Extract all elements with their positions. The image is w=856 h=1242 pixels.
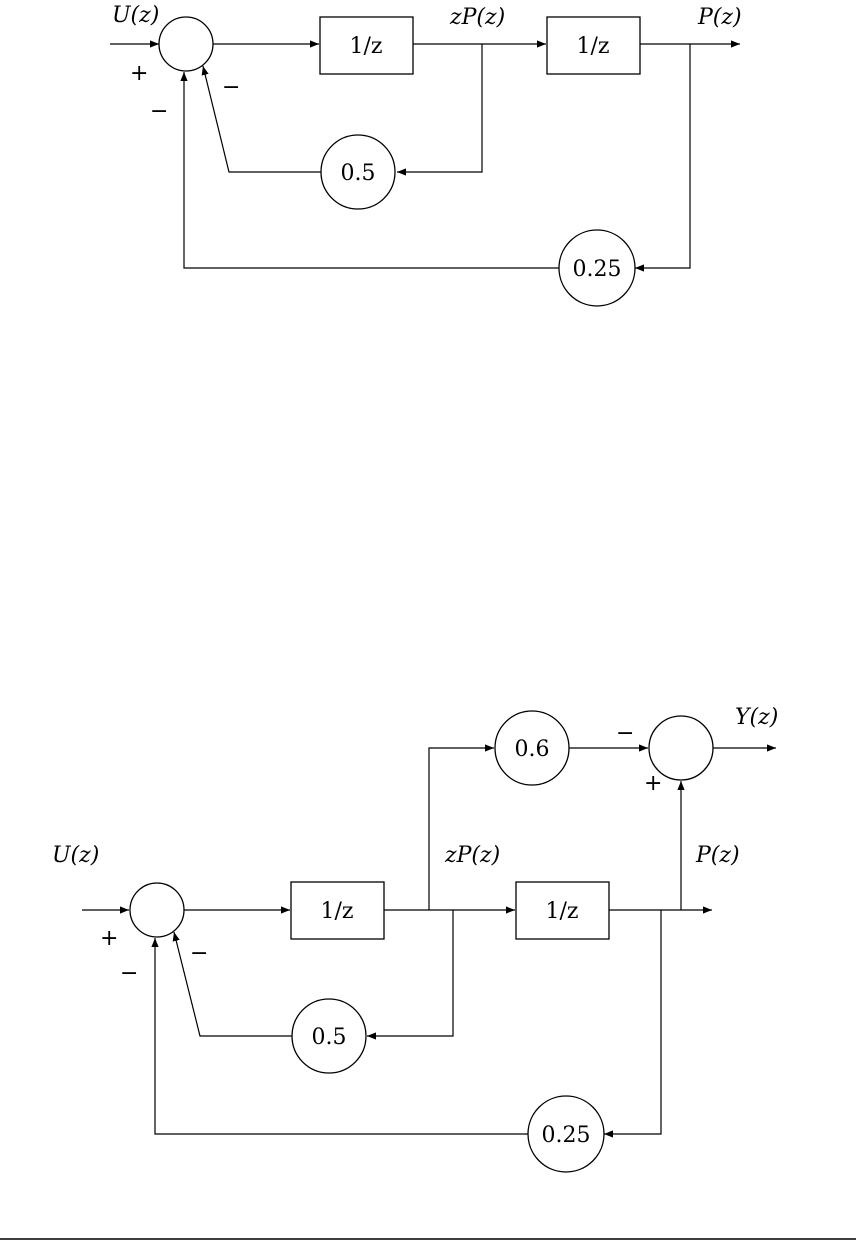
input-label: U(z) [52,843,99,868]
sign-outer-minus: − [120,961,138,986]
sign-output-minus: − [616,721,634,746]
inner-feedback-wire [397,44,483,176]
gain-inner-label: 0.5 [312,1025,347,1050]
gain-inner-label: 0.5 [341,161,376,186]
gain-forward-label: 0.6 [515,737,550,762]
mid-signal-label: zP(z) [444,843,500,868]
delay-block-1-label: 1/z [321,899,354,924]
summing-junction-2 [648,715,714,781]
outer-feedback-return [180,72,559,269]
sign-outer-minus: − [150,99,168,124]
sign-input-plus: + [100,926,118,951]
input-label: U(z) [112,3,159,28]
mid-signal-label: zP(z) [449,5,505,30]
delay-block-1-label: 1/z [350,34,383,59]
block-diagram-2: U(z) zP(z) P(z) Y(z) + − − − + 1/z 1/z 0… [52,705,778,1173]
summing-junction [158,16,214,72]
delay-block-2-label: 1/z [577,34,610,59]
delay-block-1 [290,881,385,940]
gain-outer-label: 0.25 [573,257,622,282]
outer-feedback-wire [604,910,662,1138]
delay-block-2-label: 1/z [546,899,579,924]
delay-block-2 [546,16,641,75]
output-label: Y(z) [735,705,778,730]
sign-inner-minus: − [222,75,240,100]
inner-feedback-return [201,65,321,173]
outer-feedback-wire [635,44,691,272]
sign-output-plus: + [644,771,662,796]
inner-feedback-wire [367,910,454,1040]
output-label: P(z) [697,5,742,30]
inner-feedback-return [172,931,292,1037]
p-signal-label: P(z) [695,843,740,868]
outer-feedback-return [151,938,528,1135]
sign-inner-minus: − [190,941,208,966]
sign-input-plus: + [130,61,148,86]
gain-outer-label: 0.25 [542,1123,591,1148]
forward-branch-wire [428,744,494,910]
delay-block-2 [515,881,610,940]
summing-junction-1 [129,882,185,938]
block-diagram-1: U(z) + − − 1/z zP(z) 1/z P(z) 0.5 0.25 [110,3,742,307]
delay-block-1 [319,16,414,75]
